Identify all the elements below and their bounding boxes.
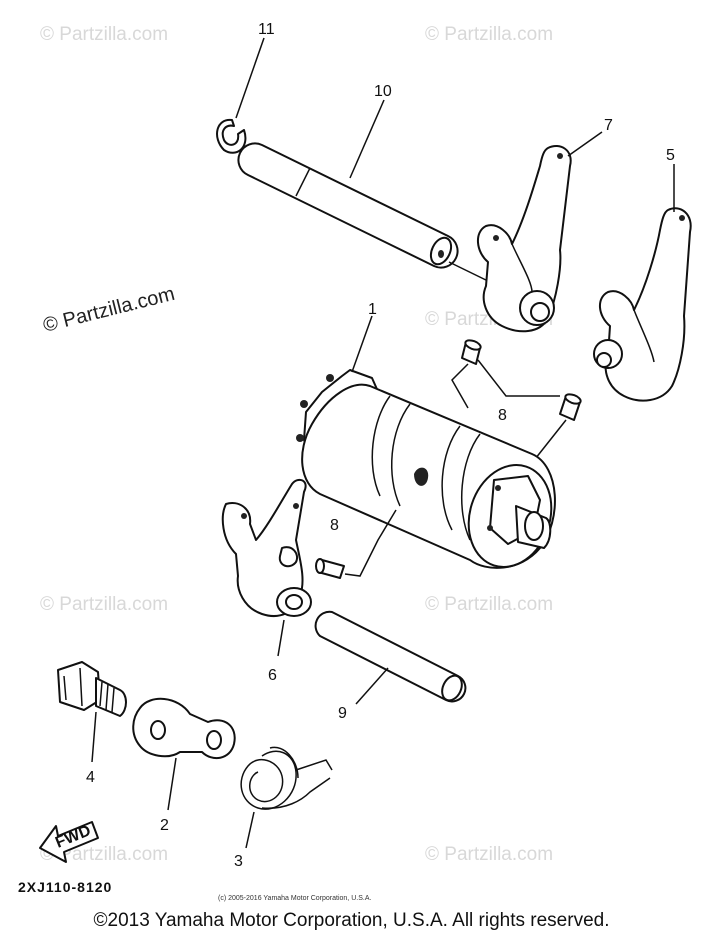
callout-1: 1 [368, 301, 377, 318]
callout-3-leader [245, 811, 255, 849]
callout-8-upper: 8 [498, 407, 507, 424]
part-5-shift-fork[interactable] [593, 207, 692, 402]
callout-9-leader [355, 667, 389, 705]
watermark: © Partzilla.com [425, 844, 553, 865]
callout-2-leader [167, 757, 177, 811]
watermark-grid: © Partzilla.com © Partzilla.com © Partzi… [40, 24, 553, 865]
callout-9: 9 [338, 705, 347, 722]
callout-10: 10 [374, 83, 392, 100]
callout-6-leader [277, 619, 285, 657]
watermark: © Partzilla.com [40, 24, 168, 45]
callout-8-lower-leader [344, 509, 397, 577]
part-6-shift-fork[interactable] [221, 478, 312, 617]
footer-copyright: ©2013 Yamaha Motor Corporation, U.S.A. A… [93, 910, 610, 931]
part-10-shaft[interactable] [237, 142, 459, 269]
callout-4-leader [91, 711, 97, 763]
callout-8-lower: 8 [330, 517, 339, 534]
part-11-circlip[interactable] [216, 118, 247, 154]
part-8-guide-pin-b[interactable] [559, 393, 582, 421]
part-4-bolt[interactable] [57, 661, 127, 717]
part-9-shaft[interactable] [314, 610, 467, 704]
watermark-main: © Partzilla.com [41, 283, 177, 337]
callout-6: 6 [268, 667, 277, 684]
callout-4: 4 [86, 769, 95, 786]
callout-11: 11 [258, 21, 275, 38]
watermark: © Partzilla.com [40, 594, 168, 615]
part-3-torsion-spring[interactable] [240, 746, 333, 810]
part-8-guide-pin-a[interactable] [461, 339, 482, 365]
callout-2: 2 [160, 817, 169, 834]
watermark: © Partzilla.com [425, 594, 553, 615]
callout-11-leader [235, 37, 265, 119]
part-8-guide-pin-c[interactable] [315, 558, 345, 579]
callout-10-leader [349, 99, 385, 179]
callout-7: 7 [604, 117, 613, 134]
watermark: © Partzilla.com [425, 24, 553, 45]
callout-labels: 11 10 7 5 1 8 8 6 9 4 2 3 [86, 21, 675, 870]
part-7-shift-fork[interactable] [477, 145, 572, 333]
callout-1-leader [351, 315, 373, 373]
diagram-code: 2XJ110-8120 [18, 879, 112, 895]
callout-3: 3 [234, 853, 243, 870]
shaft-leader [448, 261, 491, 283]
part-1-shift-drum[interactable] [296, 369, 564, 578]
callout-7-leader [567, 131, 603, 157]
part-2-stopper-lever[interactable] [132, 697, 236, 760]
small-copyright: (c) 2005-2016 Yamaha Motor Corporation, … [218, 895, 371, 902]
callout-5: 5 [666, 147, 675, 164]
